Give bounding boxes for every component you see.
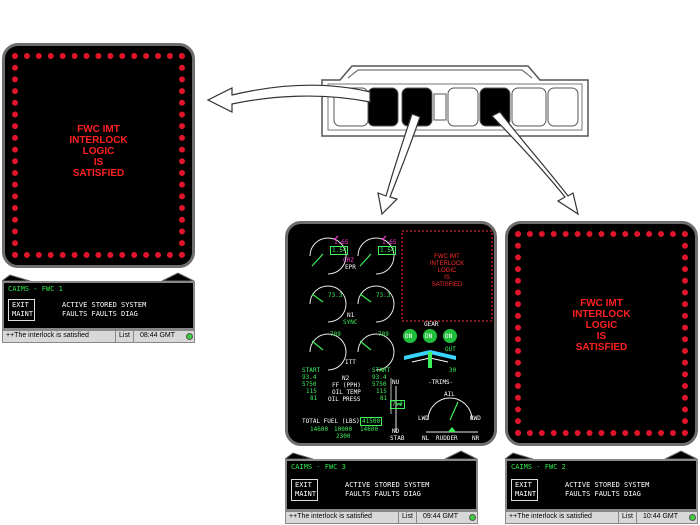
trim-nu: NU [392,379,400,386]
fwc3-status-bar: ++The interlock is satisfied List 09:44 … [285,511,478,524]
fwc2-status-bar: ++The interlock is satisfied List 10:44 … [505,511,698,524]
trim-stab: STAB [390,435,405,442]
ff-label: FF (PPH) [332,382,361,389]
n1-sync: SYNC [343,319,358,326]
trims-label: -TRIMS- [428,379,454,386]
status-led [186,333,193,340]
window-title: CAIMS - FWC 1 [8,285,63,293]
epr-value-right: 1.54 [378,246,397,255]
status-text: ++The interlock is satisfied [509,513,592,520]
list-button[interactable]: List [398,512,417,523]
n1-value-right: 73.3 [376,292,391,299]
center-engine-display: 1.65 1.65 1.54 1.54 CRZ EPR 73.3 73.3 N1… [285,221,497,446]
trim-lwd: LWD [418,415,429,422]
red-star-border [515,231,688,436]
total-fuel-value: 41500 [360,417,383,426]
gear-nose: DN [425,333,433,340]
n1-label: N1 [347,312,355,319]
start-left: START [302,367,321,374]
fuel-left: 14600 [310,426,329,433]
n2-label: N2 [342,375,350,382]
status-led [689,514,696,521]
alert-message: FWC IMT INTERLOCK LOGIC IS SATISFIED [572,298,631,353]
epr-value-left: 1.54 [330,246,349,255]
epr-mode: CRZ [343,257,354,264]
oil-temp-right: 115 [376,388,387,395]
trim-nl: NL [422,435,430,442]
fuel-aux: 2300 [336,433,351,440]
n1-value-left: 73.3 [328,292,343,299]
itt-value-right: 789 [378,331,389,338]
oil-press-label: OIL PRESS [328,396,361,403]
red-star-border [12,53,185,258]
clock: 09:44 GMT [423,513,459,520]
epr-target-right: 1.65 [382,239,397,246]
oil-press-left: 81 [310,395,318,402]
fuel-center: 10000 [334,426,353,433]
epr-label: EPR [345,264,356,271]
itt-label: ITT [345,359,356,366]
gear-label: GEAR [424,321,439,328]
fault-options[interactable]: ACTIVE STORED SYSTEM FAULTS FAULTS DIAG [565,481,650,498]
engine-dials [309,230,493,433]
trim-ail: AIL [444,391,455,398]
exit-maint-button[interactable]: EXIT MAINT [511,479,538,501]
fwc2-window: CAIMS - FWC 2 EXIT MAINT ACTIVE STORED S… [505,459,698,511]
fwc1-window: CAIMS - FWC 1 EXIT MAINT ACTIVE STORED S… [2,281,195,330]
stab-trim-value: 7.2 [390,400,405,409]
itt-value-left: 789 [330,331,341,338]
ff-right: 5750 [372,381,387,388]
fwc3-window: CAIMS - FWC 3 EXIT MAINT ACTIVE STORED S… [285,459,478,511]
list-button[interactable]: List [115,331,134,342]
fuel-right: 14600 [360,426,379,433]
gear-right: DN [445,333,453,340]
alert-message: FWC IMT INTERLOCK LOGIC IS SATISFIED [69,124,128,179]
exit-maint-button[interactable]: EXIT MAINT [8,299,35,321]
oil-temp-left: 115 [306,388,317,395]
center-alert-message: FWC IMT INTERLOCK LOGIC IS SATISFIED [429,254,465,288]
slat-out: OUT [445,346,456,353]
trim-rwd: RWD [470,415,481,422]
oil-temp-label: OIL TEMP [332,389,361,396]
n2-right: 93.4 [372,374,387,381]
left-display-panel: FWC IMT INTERLOCK LOGIC IS SATISFIED [2,43,195,268]
window-title: CAIMS - FWC 3 [291,463,346,471]
right-display-panel: FWC IMT INTERLOCK LOGIC IS SATISFIED [505,221,698,446]
flap-value: 30 [449,367,457,374]
total-fuel-label: TOTAL FUEL (LBS) [302,418,360,425]
fault-options[interactable]: ACTIVE STORED SYSTEM FAULTS FAULTS DIAG [62,301,147,318]
trim-nr: NR [472,435,480,442]
trim-rudder: RUDDER [436,435,458,442]
clock: 10:44 GMT [643,513,679,520]
gear-left: DN [405,333,413,340]
status-text: ++The interlock is satisfied [6,332,89,339]
fault-options[interactable]: ACTIVE STORED SYSTEM FAULTS FAULTS DIAG [345,481,430,498]
oil-press-right: 81 [380,395,388,402]
clock: 08:44 GMT [140,332,176,339]
epr-target-left: 1.65 [334,239,349,246]
status-led [469,514,476,521]
exit-maint-button[interactable]: EXIT MAINT [291,479,318,501]
list-button[interactable]: List [618,512,637,523]
start-right: START [372,367,391,374]
trim-nd: ND [392,428,400,435]
status-text: ++The interlock is satisfied [289,513,372,520]
window-title: CAIMS - FWC 2 [511,463,566,471]
ff-left: 5750 [302,381,317,388]
fwc1-status-bar: ++The interlock is satisfied List 08:44 … [2,330,195,343]
n2-left: 93.4 [302,374,317,381]
